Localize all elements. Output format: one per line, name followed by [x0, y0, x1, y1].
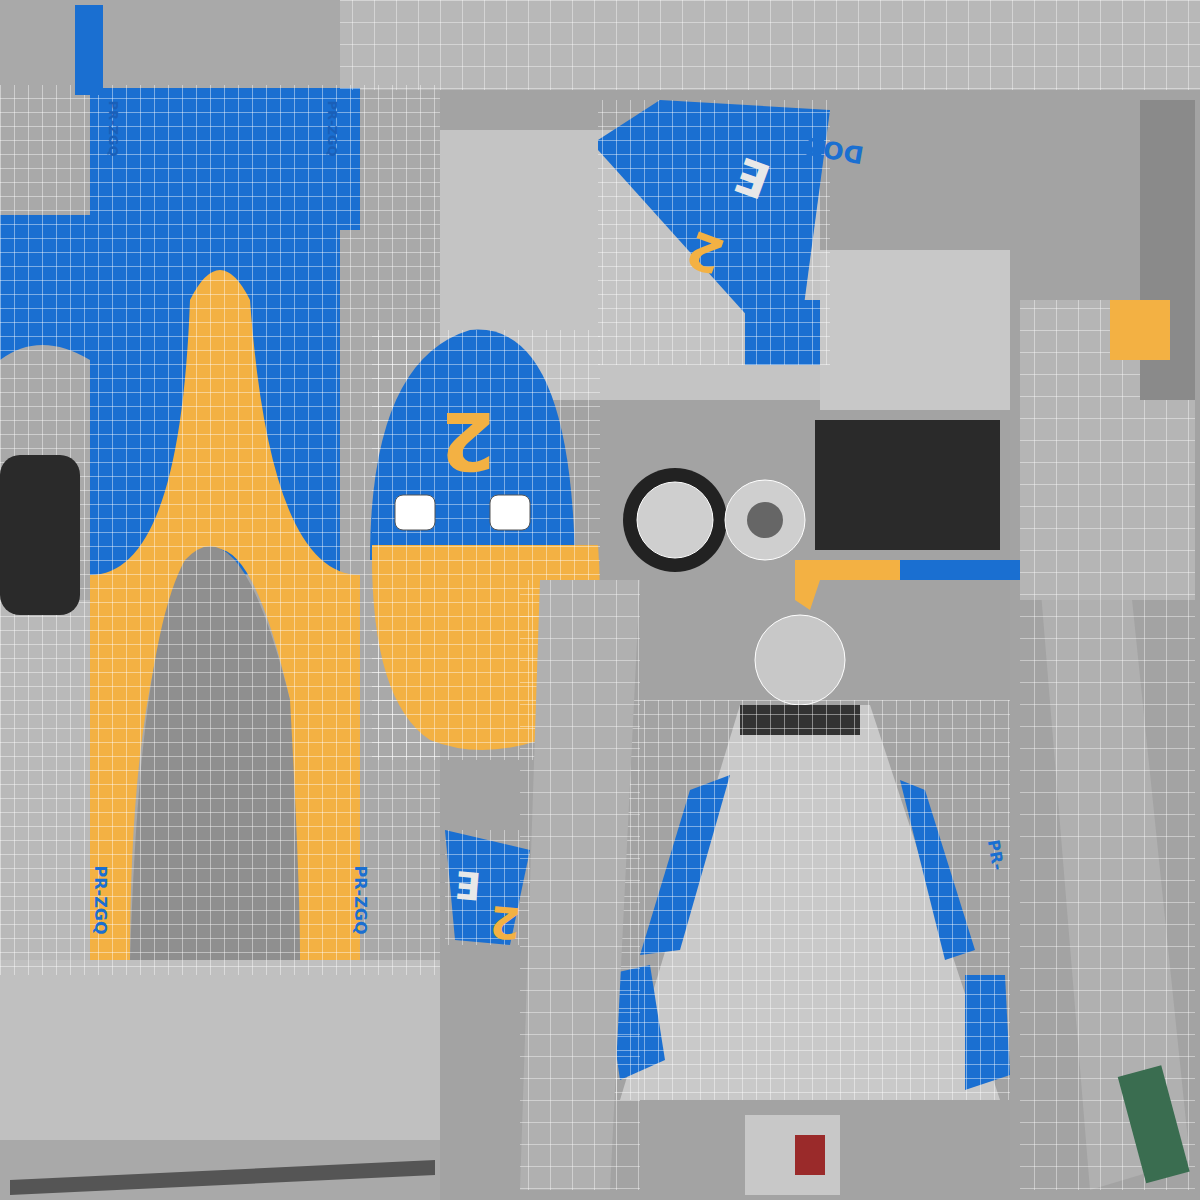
livery-marking: PR-ZGQ	[352, 865, 368, 934]
livery-marking: PR-	[984, 839, 1005, 872]
livery-marking: E	[453, 865, 482, 905]
livery-marking: PR-ZGQ	[326, 100, 339, 156]
livery-marking: 2	[488, 899, 522, 946]
livery-marking: 2	[680, 223, 730, 282]
livery-marking: 2	[440, 400, 496, 480]
livery-marking: PR-ZGQ	[92, 865, 108, 934]
livery-marking: DOZ	[804, 133, 865, 167]
livery-marking: E	[728, 150, 775, 206]
livery-marking: PR-ZGQ	[107, 100, 120, 156]
